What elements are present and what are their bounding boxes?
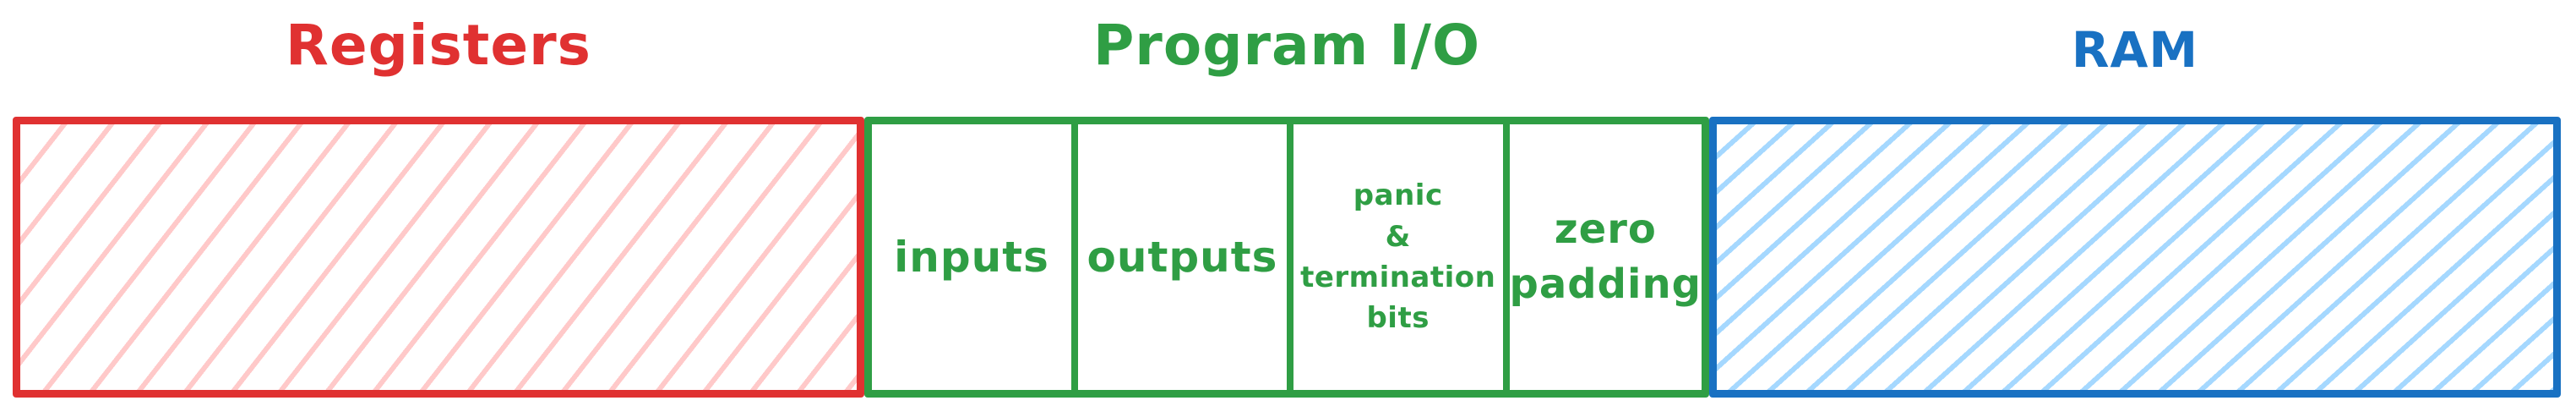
program-io-title: Program I/O	[1092, 13, 1481, 78]
cell-zero-padding: zero padding	[1502, 124, 1702, 390]
outputs-label: outputs	[1086, 232, 1278, 282]
program-io-box: inputs outputs panic & termination bits …	[864, 117, 1709, 398]
cell-panic-termination-bits: panic & termination bits	[1286, 124, 1503, 390]
cell-inputs: inputs	[872, 124, 1071, 390]
panic-termination-bits-label-line-2: &	[1385, 219, 1411, 254]
zero-padding-label-line-2: padding	[1509, 261, 1702, 308]
cell-outputs: outputs	[1071, 124, 1287, 390]
panic-termination-bits-label-line-4: bits	[1366, 301, 1430, 336]
ram-box	[1709, 117, 2561, 398]
ram-title: RAM	[2071, 21, 2199, 79]
registers-box	[13, 117, 864, 398]
zero-padding-label-line-1: zero	[1554, 206, 1657, 254]
panic-termination-bits-label-line-1: panic	[1353, 178, 1443, 213]
registers-title: Registers	[286, 13, 591, 78]
inputs-label: inputs	[894, 232, 1049, 282]
panic-termination-bits-label-line-3: termination	[1300, 261, 1496, 294]
